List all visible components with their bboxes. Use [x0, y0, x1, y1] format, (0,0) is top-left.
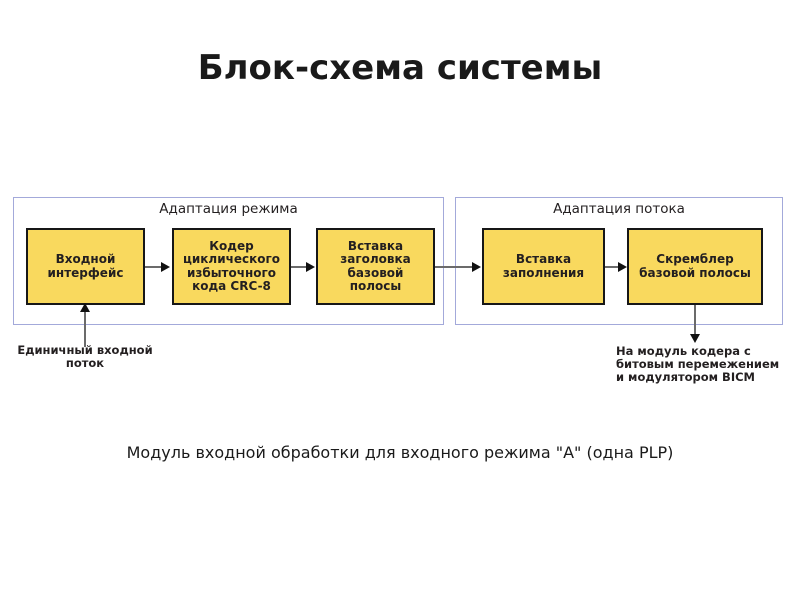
- block-padding-insertion[interactable]: Вставка заполнения: [482, 228, 605, 305]
- arrow-down-icon-output: [690, 334, 700, 343]
- block-label: Вставка заполнения: [502, 252, 585, 280]
- connector-line-1: [145, 266, 164, 268]
- connector-line-4: [605, 266, 621, 268]
- block-input-interface[interactable]: Входной интерфейс: [26, 228, 145, 305]
- group-label-mode-adaptation: Адаптация режима: [159, 201, 298, 217]
- arrow-right-icon-4: [618, 261, 627, 272]
- block-crc8-encoder[interactable]: Кодер циклического избыточного кода CRC-…: [172, 228, 291, 305]
- block-baseband-header-insertion[interactable]: Вставка заголовка базовой полосы: [316, 228, 435, 305]
- annotation-output-destination: На модуль кодера с битовым перемежением …: [616, 344, 780, 384]
- group-box-mode-adaptation: [13, 197, 444, 325]
- block-label: Скремблер базовой полосы: [639, 252, 751, 280]
- connector-line-output: [694, 305, 696, 341]
- arrow-right-icon-2: [306, 261, 315, 272]
- group-label-stream-adaptation: Адаптация потока: [553, 201, 685, 217]
- block-label: Кодер циклического избыточного кода CRC-…: [182, 238, 281, 293]
- annotation-input-stream: Единичный входной поток: [17, 343, 153, 370]
- connector-line-3: [435, 266, 474, 268]
- arrow-right-icon-1: [161, 261, 170, 272]
- block-label: Вставка заголовка базовой полосы: [340, 238, 411, 293]
- page-title: Блок-схема системы: [197, 48, 603, 88]
- block-label: Входной интерфейс: [47, 252, 124, 280]
- figure-caption: Модуль входной обработки для входного ре…: [126, 443, 674, 462]
- connector-line-2: [291, 266, 308, 268]
- arrow-up-icon-input-stream: [80, 303, 90, 312]
- block-baseband-scrambler[interactable]: Скремблер базовой полосы: [627, 228, 763, 305]
- connector-line-input-stream: [84, 305, 86, 347]
- arrow-right-icon-3: [472, 261, 481, 272]
- group-box-stream-adaptation: [455, 197, 783, 325]
